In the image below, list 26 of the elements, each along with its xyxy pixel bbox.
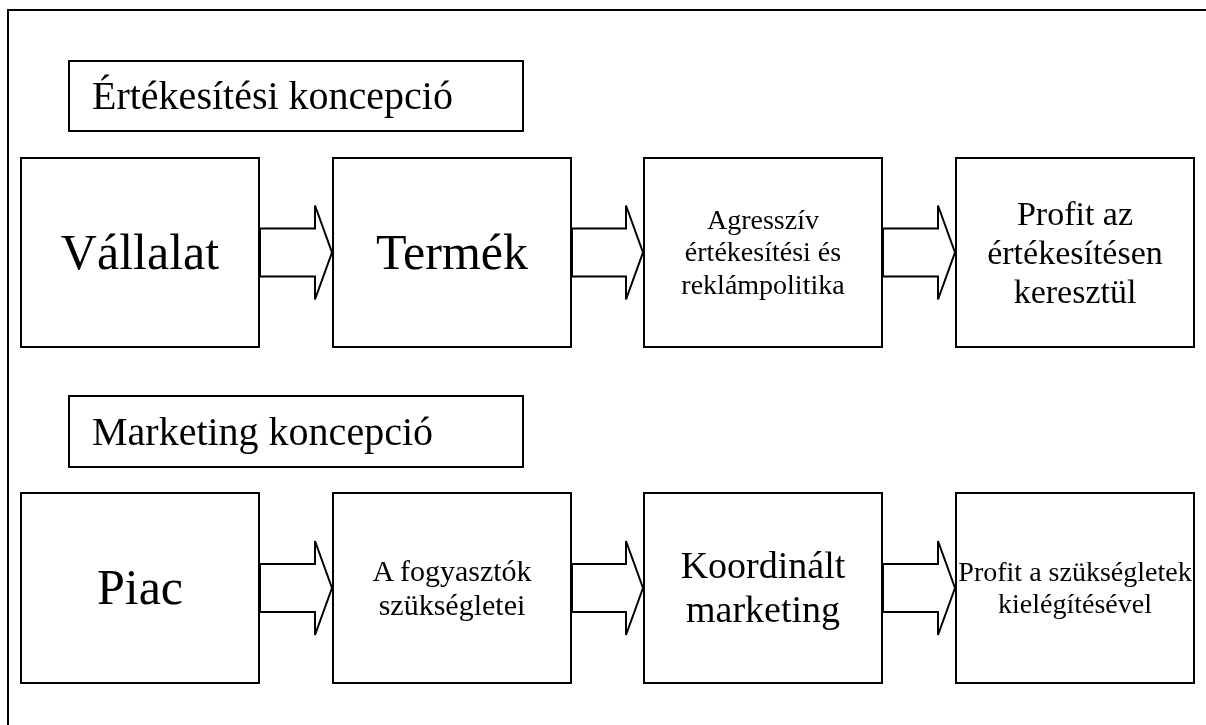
- process-box: [20, 157, 260, 348]
- block-arrow: [882, 540, 957, 636]
- process-box: [643, 492, 883, 684]
- process-box: [332, 157, 572, 348]
- process-box: [332, 492, 572, 684]
- process-box: [20, 492, 260, 684]
- process-box: [643, 157, 883, 348]
- box-label: Profit az értékesítésen keresztül: [986, 193, 1164, 312]
- process-box: [955, 492, 1195, 684]
- heading-box: [68, 395, 524, 468]
- box-label: Koordinált marketing: [679, 544, 847, 632]
- process-box: [955, 157, 1195, 348]
- heading-text: Marketing koncepció: [92, 408, 433, 455]
- box-label: Termék: [376, 223, 528, 282]
- block-arrow: [571, 540, 645, 636]
- block-arrow: [259, 540, 334, 636]
- box-label: Profit a szükségletek kielégítésével: [957, 555, 1193, 621]
- block-arrow: [571, 204, 645, 301]
- heading-box: [68, 60, 524, 132]
- block-arrow: [882, 204, 957, 301]
- box-label: Agresszív értékesítési és reklámpolitika: [680, 204, 846, 301]
- box-label: Piac: [96, 559, 184, 617]
- heading-text: Értékesítési koncepció: [92, 73, 453, 119]
- box-label: A fogyasztók szükségletei: [371, 553, 533, 623]
- box-label: Vállalat: [60, 223, 220, 282]
- block-arrow: [259, 204, 334, 301]
